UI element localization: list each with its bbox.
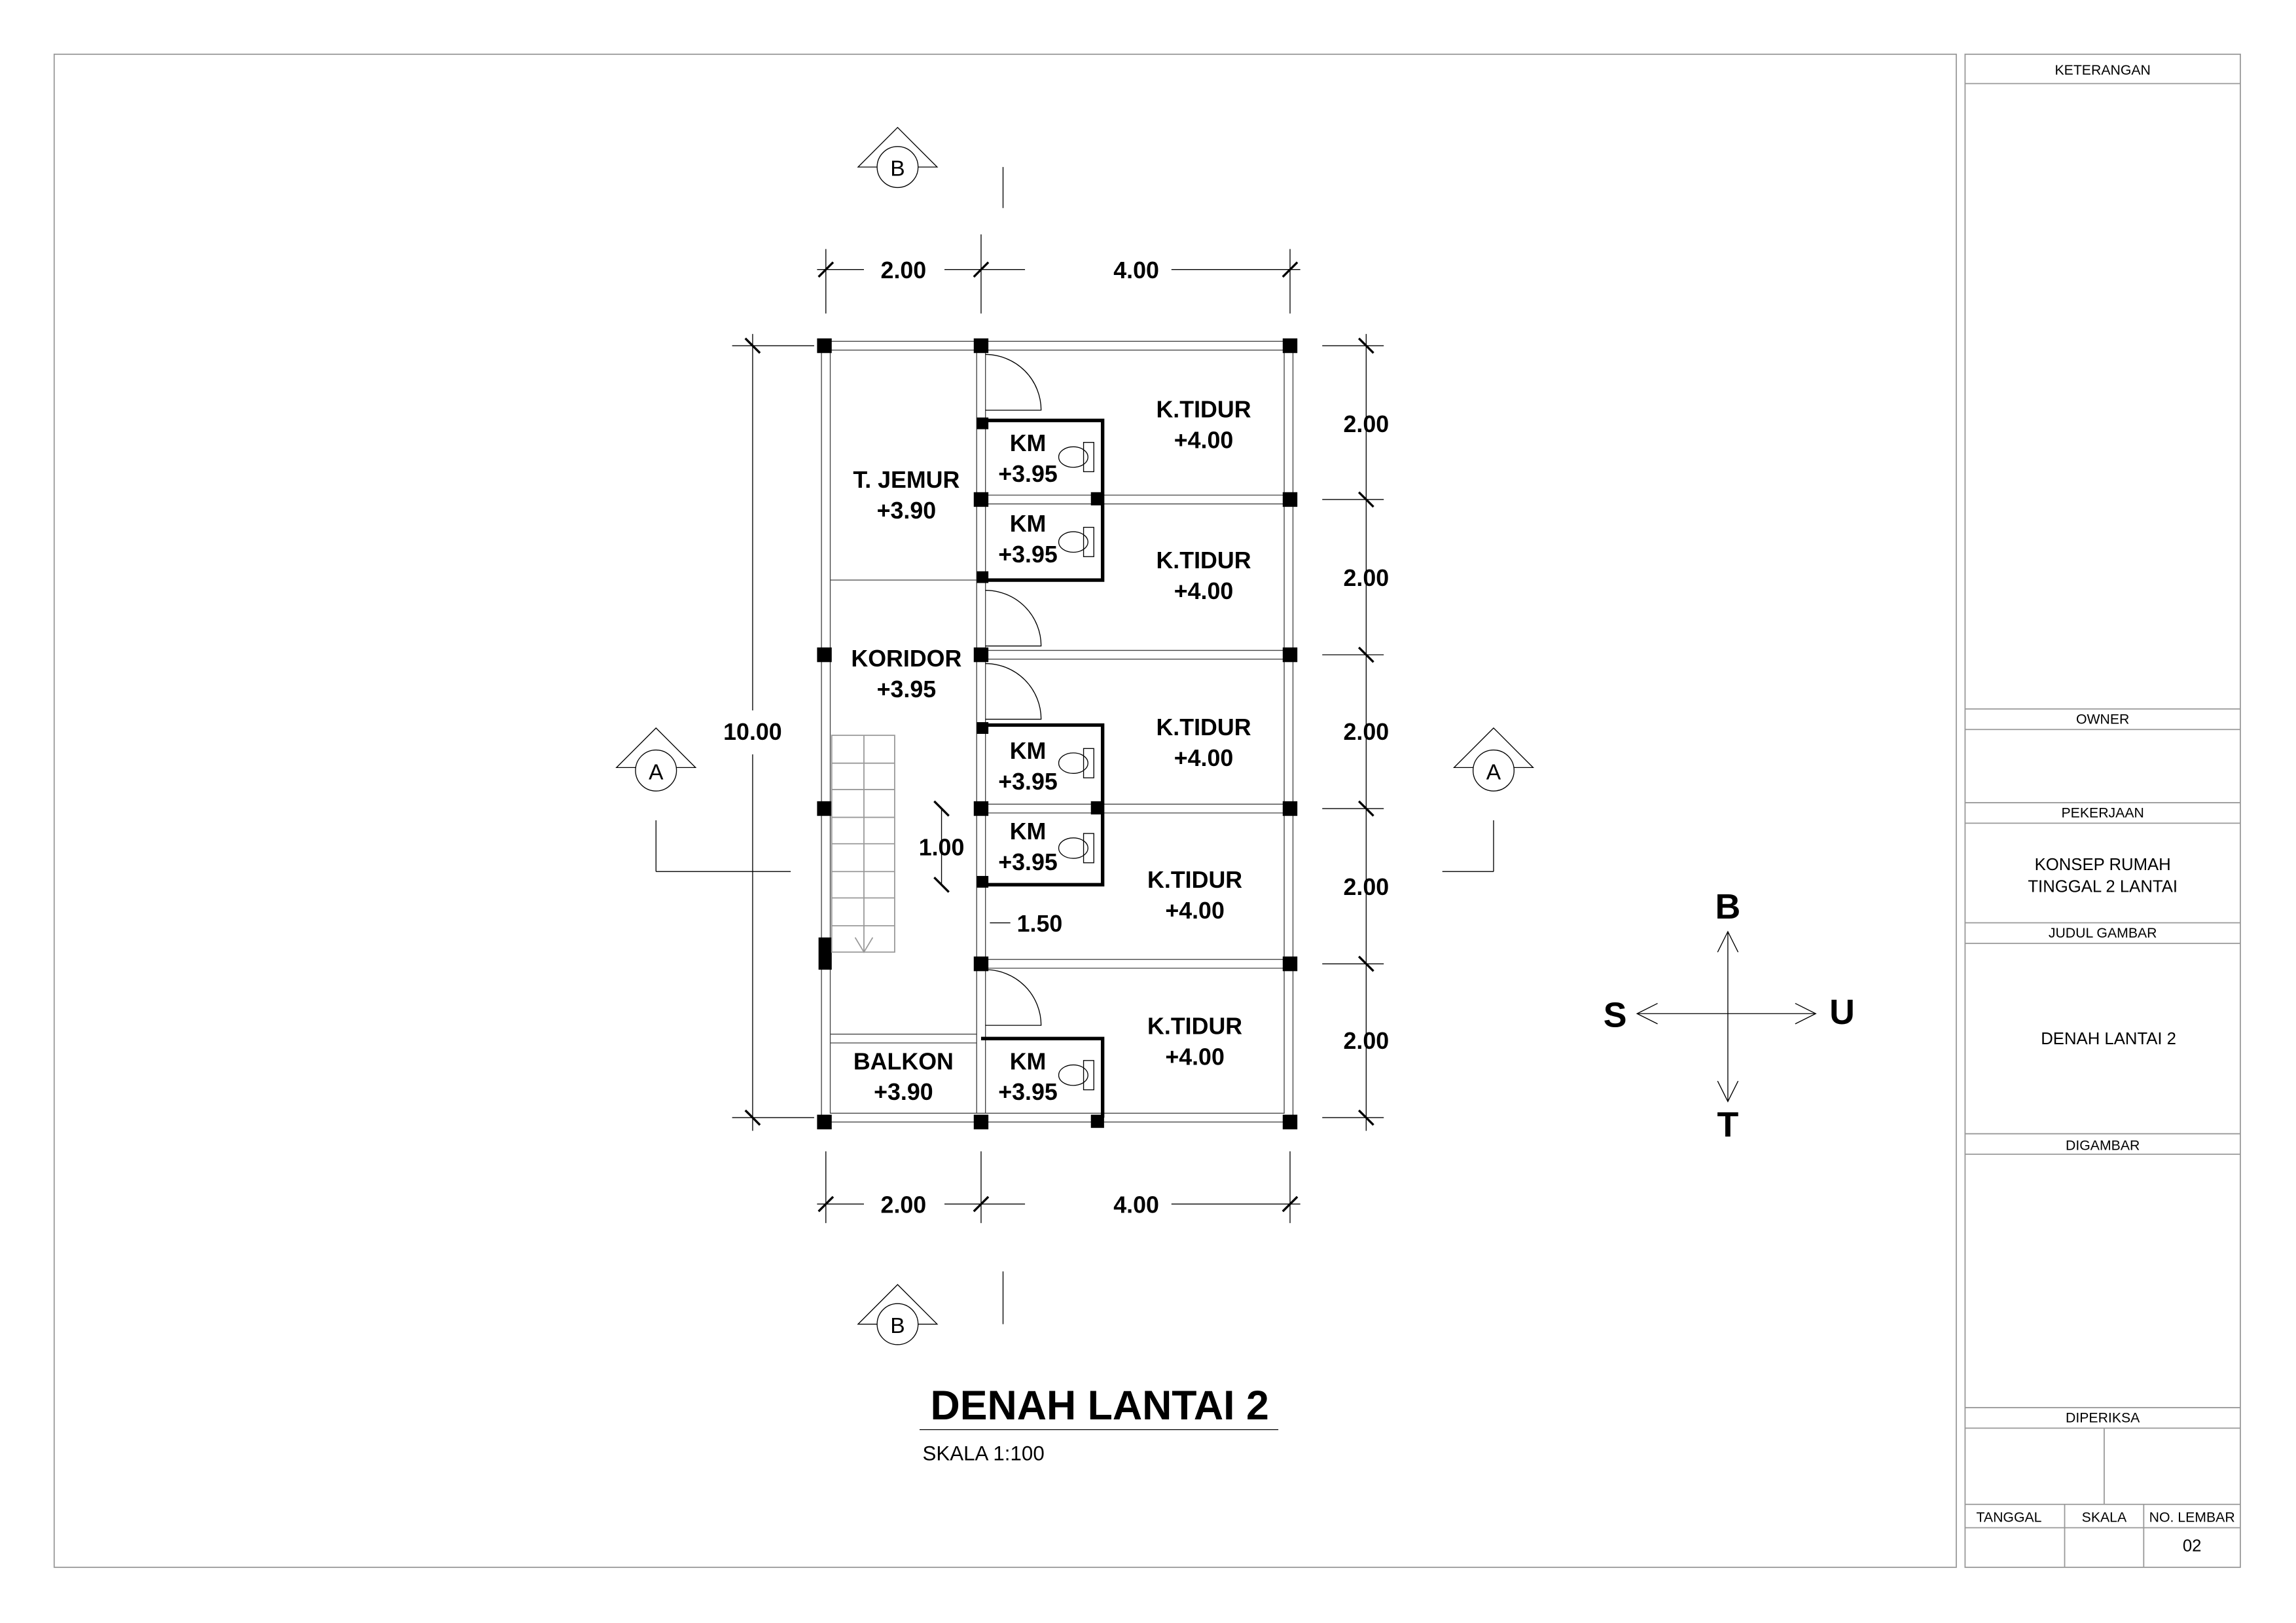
skala-label: SKALA xyxy=(2082,1510,2127,1525)
staircase xyxy=(831,735,895,954)
drawing-title: DENAH LANTAI 2 xyxy=(931,1383,1269,1429)
dim-right: 2.00 xyxy=(1344,1028,1390,1054)
compass-label-t: T xyxy=(1717,1105,1739,1144)
title-block-frame xyxy=(1964,53,2241,1568)
sheet-number: 02 xyxy=(2183,1537,2202,1555)
room-level: +4.00 xyxy=(1165,898,1225,924)
no-lembar-label: NO. LEMBAR xyxy=(2149,1510,2235,1525)
room-level: +3.95 xyxy=(877,676,937,702)
room-level: +3.95 xyxy=(998,1079,1058,1105)
title-block-grid xyxy=(1965,82,2240,1567)
room-level: +4.00 xyxy=(1165,1044,1225,1070)
dim-top-left: 2.00 xyxy=(881,257,927,283)
compass-rose: B T S U xyxy=(1604,887,1855,1144)
compass-label-u: U xyxy=(1829,993,1855,1032)
room-name: KM xyxy=(1010,511,1047,537)
room-level: +3.90 xyxy=(877,498,937,524)
diperiksa-label: DIPERIKSA xyxy=(2066,1410,2140,1425)
keterangan-label: KETERANGAN xyxy=(2054,62,2150,78)
tanggal-label: TANGGAL xyxy=(1977,1510,2042,1525)
dim-stair-width: 1.00 xyxy=(919,835,965,861)
room-name: KORIDOR xyxy=(851,646,961,672)
room-name: K.TIDUR xyxy=(1147,1013,1242,1040)
dim-right: 2.00 xyxy=(1344,719,1390,745)
structural-columns xyxy=(817,338,1298,1129)
drawing-scale: SKALA 1:100 xyxy=(922,1442,1044,1465)
digambar-label: DIGAMBAR xyxy=(2066,1137,2140,1153)
room-labels: T. JEMUR +3.90 KORIDOR +3.95 BALKON +3.9… xyxy=(851,397,1251,1106)
toilet-icons xyxy=(1058,442,1094,1091)
section-marker-a-right[interactable]: A xyxy=(1452,727,1535,792)
room-name: KM xyxy=(1010,1048,1047,1074)
drawing-title-value: DENAH LANTAI 2 xyxy=(2041,1030,2176,1048)
svg-text:B: B xyxy=(890,1314,905,1338)
dim-km-width: 1.50 xyxy=(1017,911,1063,937)
room-level: +3.90 xyxy=(874,1079,933,1105)
judul-gambar-label: JUDUL GAMBAR xyxy=(2049,925,2157,941)
room-name: K.TIDUR xyxy=(1156,714,1251,740)
project-name-line2: TINGGAL 2 LANTAI xyxy=(2028,878,2178,896)
pekerjaan-label: PEKERJAAN xyxy=(2062,805,2144,820)
dim-right: 2.00 xyxy=(1344,411,1390,437)
owner-label: OWNER xyxy=(2076,711,2129,727)
room-level: +3.95 xyxy=(998,769,1058,795)
room-level: +3.95 xyxy=(998,541,1058,568)
room-name: K.TIDUR xyxy=(1156,397,1251,423)
room-name: T. JEMUR xyxy=(853,467,960,493)
drawing-frame xyxy=(53,53,1957,1568)
room-level: +4.00 xyxy=(1174,578,1234,604)
room-name: KM xyxy=(1010,738,1047,764)
room-name: KM xyxy=(1010,430,1047,456)
section-marker-b-top[interactable]: B xyxy=(857,126,939,189)
dim-right: 2.00 xyxy=(1344,565,1390,591)
project-name-line1: KONSEP RUMAH xyxy=(2035,856,2171,874)
dim-bottom-left: 2.00 xyxy=(881,1192,927,1218)
svg-text:A: A xyxy=(1486,760,1501,784)
dim-right: 2.00 xyxy=(1344,874,1390,900)
svg-text:B: B xyxy=(890,157,905,181)
section-marker-a-left[interactable]: A xyxy=(615,727,697,792)
compass-label-b: B xyxy=(1715,887,1741,926)
section-marker-b-bottom[interactable]: B xyxy=(857,1284,939,1345)
svg-text:A: A xyxy=(649,760,664,784)
room-level: +4.00 xyxy=(1174,745,1234,771)
room-name: K.TIDUR xyxy=(1156,547,1251,574)
dimension-ticks xyxy=(744,261,1374,1213)
dim-bottom-right: 4.00 xyxy=(1113,1192,1159,1218)
dimension-lines xyxy=(655,167,1494,1324)
dim-top-right: 4.00 xyxy=(1113,257,1159,283)
room-name: BALKON xyxy=(853,1048,954,1074)
compass-label-s: S xyxy=(1604,995,1627,1034)
dim-left-total: 10.00 xyxy=(723,719,782,745)
room-level: +3.95 xyxy=(998,849,1058,875)
room-level: +4.00 xyxy=(1174,428,1234,454)
room-name: KM xyxy=(1010,818,1047,845)
room-name: K.TIDUR xyxy=(1147,867,1242,893)
room-level: +3.95 xyxy=(998,461,1058,487)
door-swings[interactable] xyxy=(985,354,1042,1026)
